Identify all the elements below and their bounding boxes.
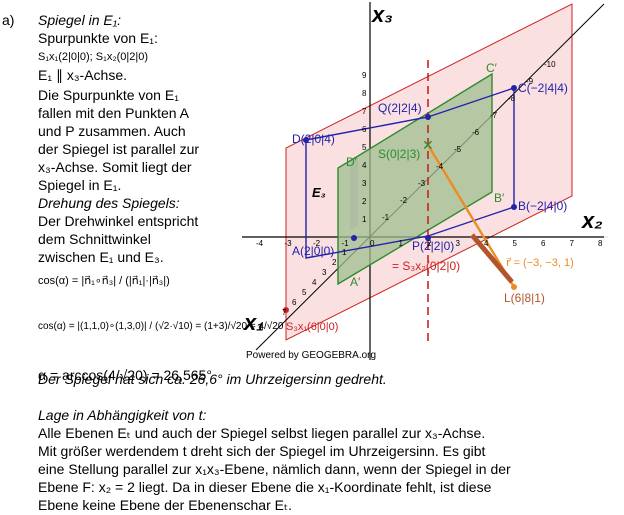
- x2-tick-label: -1: [342, 239, 350, 248]
- label-b-prime: B′: [494, 191, 505, 205]
- heading-spiegel-e1: Spiegel in E₁:: [38, 12, 122, 28]
- text-line: dem Schnittwinkel: [38, 231, 151, 247]
- x1-tick-label: 2: [332, 258, 337, 267]
- text-line: fallen mit den Punkten A: [38, 105, 189, 121]
- x3-tick-label: 9: [362, 71, 367, 80]
- text-line: zwischen E₁ und E₃.: [38, 249, 164, 265]
- label-q: Q(2|2|4): [378, 101, 422, 115]
- heading-lage: Lage in Abhängigkeit von t:: [38, 407, 207, 423]
- x1-tick-label: 3: [322, 268, 327, 277]
- label-l: L(6|8|1): [504, 291, 545, 305]
- geogebra-footer: Powered by GEOGEBRA.org: [246, 350, 376, 361]
- geogebra-figure: ✕ x₃ x₂ x₁ E₃ Q(2|2|4) C(−2|4|4) C′ D(2|…: [242, 2, 608, 361]
- heading-drehung: Drehung des Spiegels:: [38, 195, 180, 211]
- label-d-prime: D′: [346, 155, 358, 169]
- diag-tick-label: -3: [418, 179, 426, 188]
- diag-tick-label: -10: [544, 60, 556, 69]
- x1-tick-label: 4: [312, 278, 317, 287]
- x1-tick-label: 5: [302, 288, 307, 297]
- label-c: C(−2|4|4): [518, 81, 568, 95]
- text-line: und P zusammen. Auch: [38, 123, 186, 139]
- diag-tick-label: -4: [436, 162, 444, 171]
- x2-tick-label: 5: [513, 239, 518, 248]
- x3-tick-label: 4: [362, 161, 367, 170]
- diag-tick-label: -2: [400, 196, 408, 205]
- x2-tick-label: -4: [256, 239, 264, 248]
- x2-tick-label: 0: [370, 239, 375, 248]
- diag-tick-label: -7: [490, 111, 498, 120]
- text-line: Spiegel in E₁.: [38, 177, 122, 193]
- item-label: a): [2, 12, 15, 28]
- label-x1: x₁: [243, 310, 264, 335]
- x3-tick-label: 7: [362, 107, 367, 116]
- label-p: P(2|2|0): [412, 239, 454, 253]
- x3-tick-label: 2: [362, 197, 367, 206]
- light-ray: [426, 144, 516, 288]
- text-line: Ebene F: x₂ = 2 liegt. Da in dieser Eben…: [38, 479, 492, 495]
- text-line: x₃-Achse. Somit liegt der: [38, 159, 192, 175]
- label-e3: E₃: [312, 185, 326, 200]
- label-x2: x₂: [581, 208, 603, 233]
- x2-tick-label: -3: [285, 239, 293, 248]
- text-line: Mit größer werdendem t dreht sich der Sp…: [38, 443, 486, 459]
- label-vector-r: r⃗ = (−3, −3, 1): [506, 257, 574, 269]
- x3-tick-label: 8: [362, 89, 367, 98]
- s-marker-icon: ✕: [422, 137, 434, 153]
- x3-tick-label: 1: [362, 215, 367, 224]
- x2-tick-label: 1: [399, 239, 404, 248]
- text-line: Alle Ebenen Eₜ und auch der Spiegel selb…: [38, 425, 486, 441]
- text-line: Die Spurpunkte von E₁: [38, 87, 179, 103]
- text-spurpunkte: S₁x₁(2|0|0); S₁x₂(0|2|0): [38, 51, 148, 63]
- diag-tick-label: -6: [472, 128, 480, 137]
- label-c-prime: C′: [486, 61, 498, 75]
- label-x3: x₃: [371, 2, 393, 27]
- text-line: Spurpunkte von E₁:: [38, 30, 158, 46]
- text-line: Der Drehwinkel entspricht: [38, 213, 199, 229]
- formula-cos-general: cos(α) = |n⃗₁∘n⃗₃| / (|n⃗₁|·|n⃗₃|): [38, 275, 170, 287]
- label-a-prime: A′: [350, 275, 361, 289]
- laser-pointer: [470, 233, 514, 284]
- x1-tick-label: 6: [292, 298, 297, 307]
- x2-tick-label: 7: [570, 239, 575, 248]
- text-line: eine Stellung parallel zur x₁x₃-Ebene, n…: [38, 461, 511, 477]
- result-sentence: Der Spiegel hat sich ca. 26,6° im Uhrzei…: [38, 371, 387, 387]
- text-line: E₁ ∥ x₃-Achse.: [38, 67, 128, 83]
- x2-tick-label: 8: [598, 239, 603, 248]
- x2-tick-label: -2: [313, 239, 321, 248]
- diag-tick-label: -1: [382, 213, 390, 222]
- formula-alpha: α = arccos(4/√20) = 26,565°: [38, 367, 212, 383]
- label-d: D(2|0|4): [292, 132, 335, 146]
- text-line: der Spiegel ist parallel zur: [38, 141, 200, 157]
- x2-tick-label: 6: [541, 239, 546, 248]
- formula-cos-values: cos(α) = |(1,1,0)∘(1,3,0)| / (√2·√10) = …: [38, 321, 284, 332]
- x2-tick-label: 4: [484, 239, 489, 248]
- x3-tick-label: 3: [362, 179, 367, 188]
- label-b: B(−2|4|0): [518, 199, 567, 213]
- x2-tick-label: 2: [427, 239, 432, 248]
- label-s3x1: S₃x₁(6|0|0): [286, 321, 338, 333]
- x1-tick-label: 1: [342, 248, 347, 257]
- label-s3x2: = S₃x₂(0|2|0): [392, 259, 460, 273]
- diag-tick-label: -9: [526, 77, 534, 86]
- mirror-surface: [337, 72, 493, 286]
- diag-tick-label: -8: [508, 94, 516, 103]
- x3-tick-label: 5: [362, 143, 367, 152]
- x3-tick-label: 6: [362, 125, 367, 134]
- x1-tick-label: 7: [282, 308, 287, 317]
- label-s: S(0|2|3): [378, 147, 420, 161]
- x2-tick-label: 3: [456, 239, 461, 248]
- label-a: A(2|0|0): [292, 244, 334, 258]
- diag-tick-label: -5: [454, 145, 462, 154]
- text-line: Ebene keine Ebene der Ebenenschar Eₜ.: [38, 497, 292, 513]
